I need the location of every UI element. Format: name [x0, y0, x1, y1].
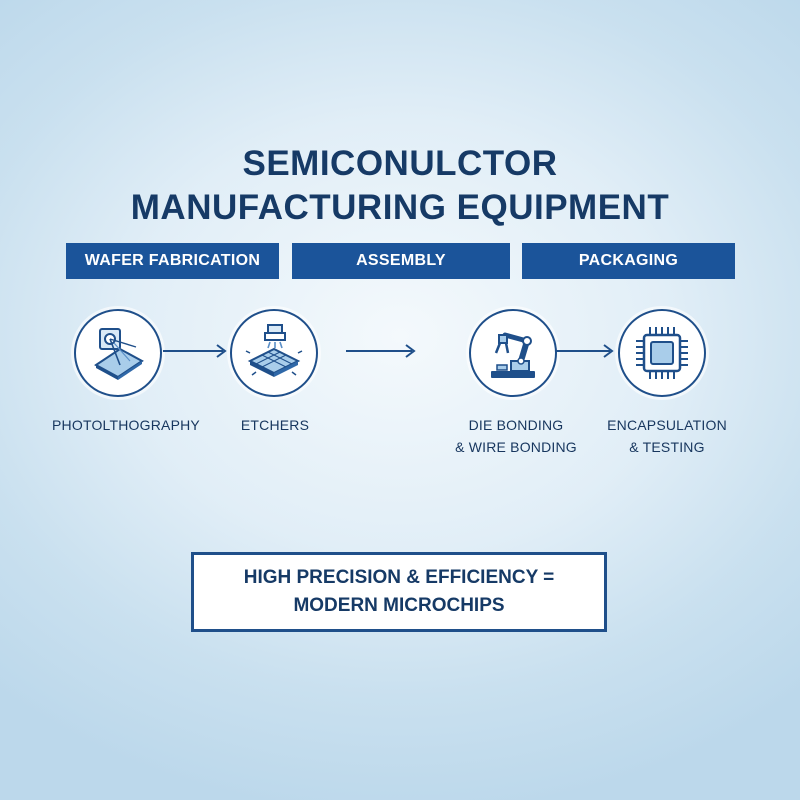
step-etchers-node	[230, 309, 318, 397]
step-label-line: ENCAPSULATION	[607, 417, 727, 433]
step-label-encapsulation: ENCAPSULATION & TESTING	[592, 414, 742, 458]
step-photolithography-node	[74, 309, 162, 397]
step-label-die-bonding: DIE BONDING & WIRE BONDING	[436, 414, 596, 458]
step-encapsulation-node	[618, 309, 706, 397]
title-line-2: MANUFACTURING EQUIPMENT	[130, 188, 670, 227]
photolithography-icon	[94, 328, 144, 380]
step-label-etchers: ETCHERS	[210, 414, 340, 436]
tagline-line-2: MODERN MICROCHIPS	[293, 595, 505, 616]
title-line-1: SEMICONULCTOR	[242, 144, 558, 183]
tagline-box: HIGH PRECISION & EFFICIENCY = MODERN MIC…	[191, 552, 607, 632]
page-title: SEMICONULCTOR MANUFACTURING EQUIPMENT	[0, 142, 800, 230]
arrow-2	[346, 344, 416, 358]
step-label-line: ETCHERS	[240, 417, 310, 433]
stage-wafer-fabrication: WAFER FABRICATION	[66, 243, 279, 279]
step-die-bonding-node	[469, 309, 557, 397]
step-label-line: DIE BONDING	[468, 417, 564, 433]
arrow-3	[556, 344, 614, 358]
microchip-icon	[636, 327, 688, 379]
robot-arm-icon	[491, 332, 535, 378]
step-label-line: & WIRE BONDING	[455, 439, 577, 455]
stage-assembly: ASSEMBLY	[292, 243, 510, 279]
step-label-photolithography: PHOTOLTHOGRAPHY	[36, 414, 216, 436]
step-label-line: PHOTOLTHOGRAPHY	[52, 417, 200, 433]
etcher-icon	[245, 324, 303, 377]
tagline-line-1: HIGH PRECISION & EFFICIENCY =	[243, 567, 555, 588]
stage-packaging: PACKAGING	[522, 243, 735, 279]
arrow-1	[163, 344, 227, 358]
step-label-line: & TESTING	[629, 439, 705, 455]
